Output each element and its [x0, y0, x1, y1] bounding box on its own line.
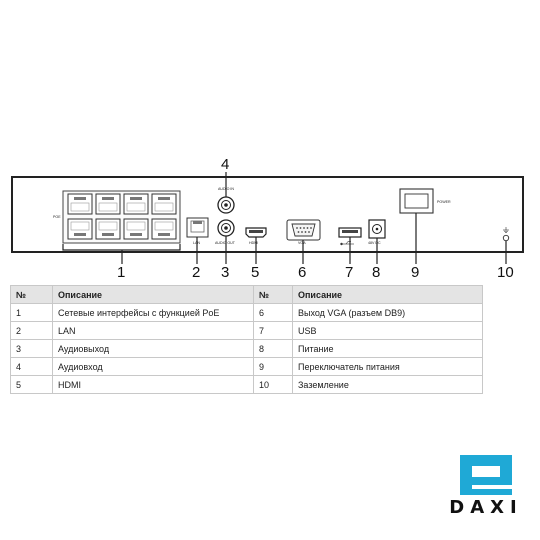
daxi-logo — [460, 455, 512, 495]
row-number-2: 6 — [253, 303, 293, 322]
callout-4: 4 — [221, 156, 229, 173]
table-row: 3 Аудиовыход 8 Питание — [10, 339, 483, 358]
table-header-row: № Описание № Описание — [10, 285, 483, 304]
power-label: POWER — [437, 200, 451, 204]
callout-10: 10 — [497, 264, 514, 280]
row-number: 4 — [10, 357, 53, 376]
header-number-2: № — [253, 285, 293, 304]
audio-out-jack — [217, 219, 235, 237]
row-description-2: Питание — [292, 339, 483, 358]
audio-in-jack — [217, 196, 235, 214]
logo-mark — [460, 455, 512, 495]
callout-2: 2 — [192, 264, 200, 280]
callout-6: 6 — [298, 264, 306, 280]
callout-8: 8 — [372, 264, 380, 280]
row-number-2: 8 — [253, 339, 293, 358]
row-number-2: 9 — [253, 357, 293, 376]
dc-power-jack — [368, 219, 386, 239]
row-number: 1 — [10, 303, 53, 322]
power-switch — [399, 188, 434, 214]
row-description-2: USB — [292, 321, 483, 340]
poe-label: POE — [53, 215, 61, 219]
row-description-2: Переключатель питания — [292, 357, 483, 376]
callout-7: 7 — [345, 264, 353, 280]
row-number: 5 — [10, 375, 53, 394]
callout-9: 9 — [411, 264, 419, 280]
poe-ports — [62, 190, 181, 244]
row-description: Сетевые интерфейсы с функцией PoE — [52, 303, 254, 322]
callout-3: 3 — [221, 264, 229, 280]
audio-out-label: AUDIO OUT — [215, 241, 236, 245]
table-row: 1 Сетевые интерфейсы с функцией PoE 6 Вы… — [10, 303, 483, 322]
dc-label: 48V DC — [368, 241, 381, 245]
logo-text: DAXI — [449, 497, 523, 518]
callout-1: 1 — [117, 264, 125, 280]
row-number: 2 — [10, 321, 53, 340]
row-description: LAN — [52, 321, 254, 340]
port-description-table: № Описание № Описание 1 Сетевые интерфей… — [10, 285, 483, 394]
table-row: 2 LAN 7 USB — [10, 321, 483, 340]
ground-screw — [502, 234, 510, 242]
header-description: Описание — [52, 285, 254, 304]
hdmi-label: HDMI — [249, 241, 258, 245]
callout-lines — [62, 172, 507, 264]
header-number: № — [10, 285, 53, 304]
usb-port — [338, 227, 362, 238]
row-description-2: Заземление — [292, 375, 483, 394]
lan-port — [186, 217, 209, 238]
table-row: 4 Аудиовход 9 Переключатель питания — [10, 357, 483, 376]
table-row: 5 HDMI 10 Заземление — [10, 375, 483, 394]
vga-label: VGA — [298, 241, 306, 245]
header-description-2: Описание — [292, 285, 483, 304]
row-description: Аудиовход — [52, 357, 254, 376]
row-description: Аудиовыход — [52, 339, 254, 358]
row-description: HDMI — [52, 375, 254, 394]
row-description-2: Выход VGA (разъем DB9) — [292, 303, 483, 322]
ground-icon — [503, 227, 509, 233]
row-number: 3 — [10, 339, 53, 358]
callout-5: 5 — [251, 264, 259, 280]
row-number-2: 7 — [253, 321, 293, 340]
usb-icon — [340, 241, 354, 246]
row-number-2: 10 — [253, 375, 293, 394]
rear-panel-diagram: POE LAN AUDIO IN AUDIO OUT HDMI VGA — [11, 156, 524, 280]
vga-port — [286, 219, 321, 241]
hdmi-port — [245, 227, 267, 238]
